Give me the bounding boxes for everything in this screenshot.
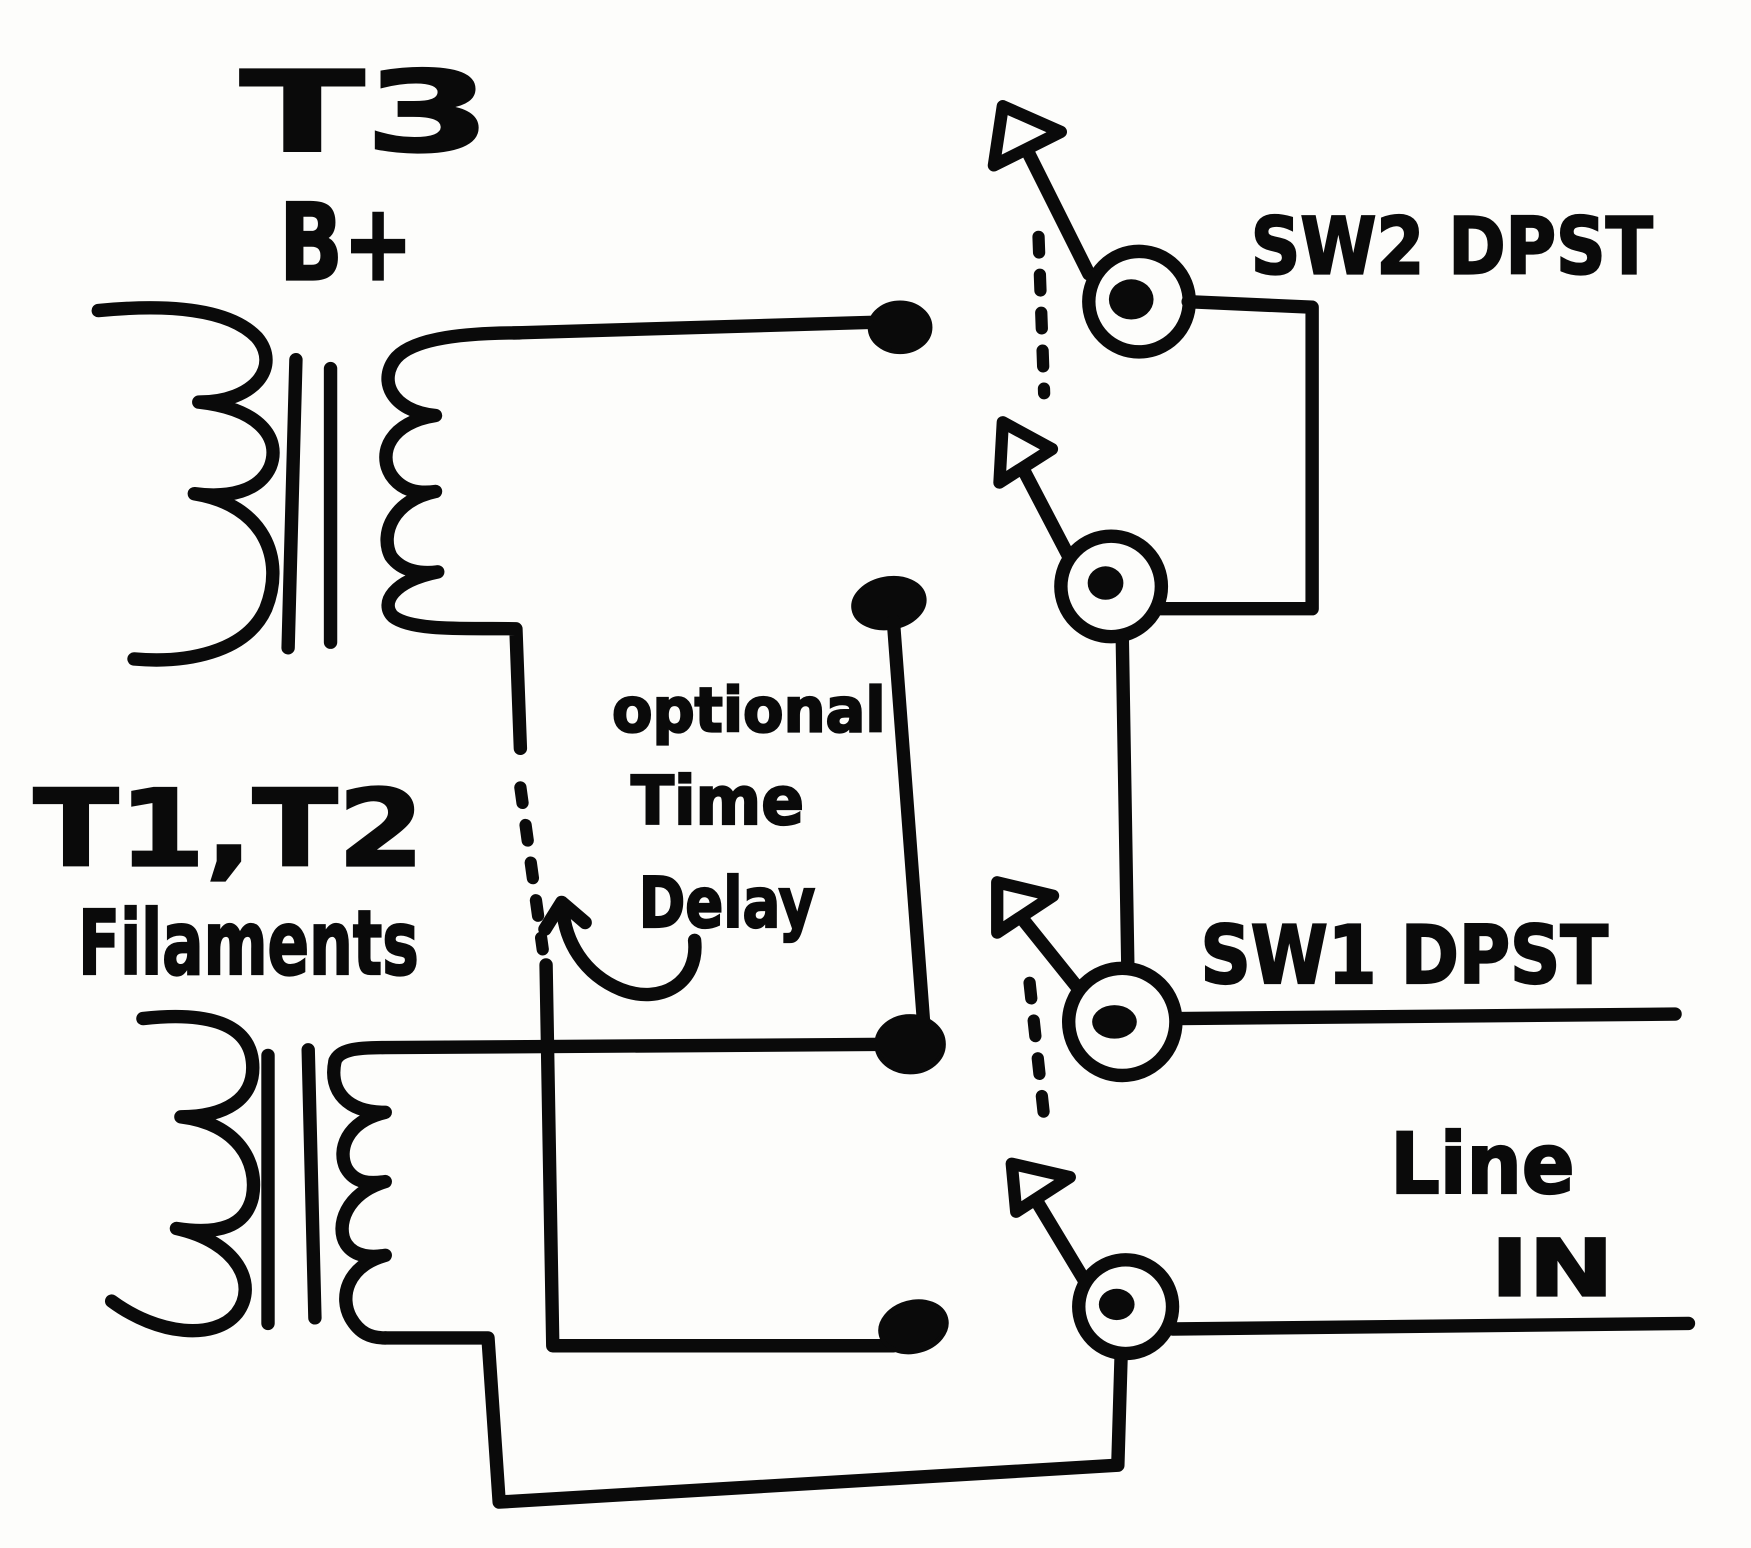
t1-t2-label: T1,T2 [34,769,425,892]
t3-primary-winding [91,301,280,667]
sw2-pole-b-lever [1011,453,1077,566]
sw2-pole-b-pivot [1087,566,1124,600]
sw2-label: SW2 DPST [1251,202,1653,293]
time-delay-dashed-link [514,781,549,956]
t3-top-wire [506,315,901,340]
filament-core-line [301,1043,322,1325]
filament-primary-winding [104,1009,261,1338]
time-delay-note: optional Time Delay [538,575,932,1044]
arrowhead-icon [538,895,592,936]
time-delay-label-line3: Delay [639,864,815,944]
time-delay-label-line1: optional [612,676,886,747]
curved-arrow-icon [556,902,702,1002]
t1-t2-transformer: T1,T2 Filaments [32,767,425,1345]
sw1-label: SW1 DPST [1200,908,1608,1002]
filament-return-wire [378,1331,1128,1509]
sw2-switch: SW2 DPST [987,100,1654,644]
sw1-ganged-link [1023,976,1051,1123]
t3-secondary-winding [379,326,528,756]
sw1-switch: SW1 DPST [991,876,1609,1361]
sw1-pole-a-arrowhead-icon [991,876,1060,939]
t3-label: T3 [240,48,491,178]
filament-terminal [874,1014,946,1075]
sw1-pole-b-arrowhead-icon [1005,1157,1076,1218]
filament-top-wire [328,1037,914,1068]
line-in-label-line2: IN [1491,1224,1614,1315]
t3-role-label: B+ [279,182,413,305]
sw2-pole-b-arrowhead-icon [993,416,1059,489]
filament-secondary-winding [327,1054,392,1345]
sw1-pole-b-lever [1026,1188,1093,1289]
bottom-terminal [878,1299,949,1355]
sw1-pole-a-pivot [1092,1005,1137,1039]
sw2-loop-wire [1154,294,1319,616]
t1-t2-role-label: Filaments [78,892,419,996]
sw1-pole-a-lever [1015,911,1088,999]
t3-top-terminal [867,300,933,355]
sw2-pole-a-arrowhead-icon [987,100,1068,172]
sw2-to-sw1-wire [1115,632,1135,977]
line-in-wire-lower [1165,1316,1696,1336]
t3-core-line [281,353,303,655]
sw2-pole-a-lever [1020,144,1096,281]
sw2-ganged-link [1032,230,1051,400]
t3-transformer: T3 B+ [91,47,528,756]
t3-return-wire [539,958,901,1353]
time-delay-label-line2: Time [631,762,804,840]
sw1-pole-b-pivot [1098,1288,1135,1321]
sw2-pole-a-pivot [1108,279,1154,320]
line-in-wire-upper [1171,1007,1682,1026]
time-delay-wire [886,614,932,1044]
line-in-label-line1: Line [1390,1115,1574,1213]
